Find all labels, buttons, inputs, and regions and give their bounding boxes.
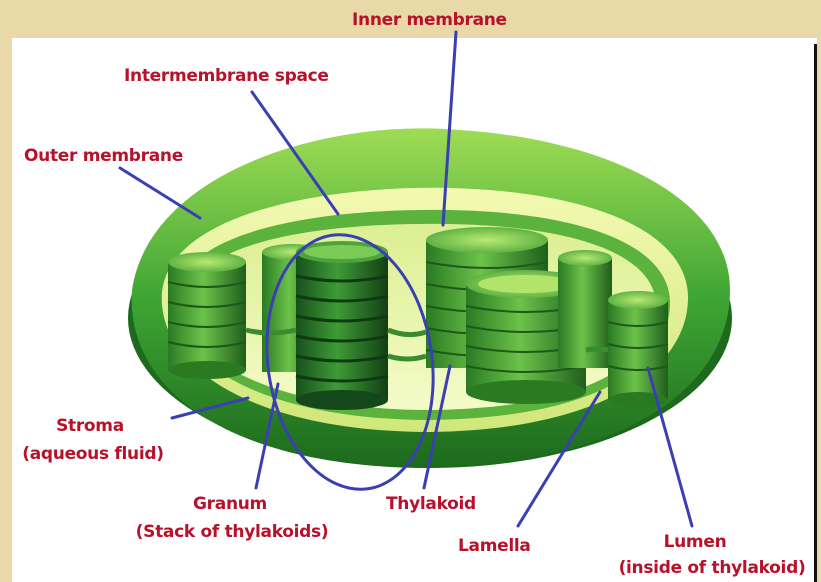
label-stroma-note: (aqueous fluid): [18, 444, 168, 464]
granum-back-left: [168, 252, 246, 379]
granum-right: [608, 291, 668, 408]
label-lumen-note: (inside of thylakoid): [606, 558, 818, 578]
label-lumen: Lumen: [640, 532, 750, 552]
label-outer-membrane: Outer membrane: [24, 146, 183, 166]
label-granum-note: (Stack of thylakoids): [134, 522, 330, 542]
label-inner-membrane: Inner membrane: [352, 10, 507, 30]
label-intermembrane-space: Intermembrane space: [124, 66, 329, 86]
granum-circled: [296, 241, 388, 410]
label-stroma: Stroma: [20, 416, 160, 436]
panel-edge: [814, 44, 817, 582]
label-lamella: Lamella: [458, 536, 531, 556]
label-thylakoid: Thylakoid: [386, 494, 476, 514]
label-granum: Granum: [160, 494, 300, 514]
